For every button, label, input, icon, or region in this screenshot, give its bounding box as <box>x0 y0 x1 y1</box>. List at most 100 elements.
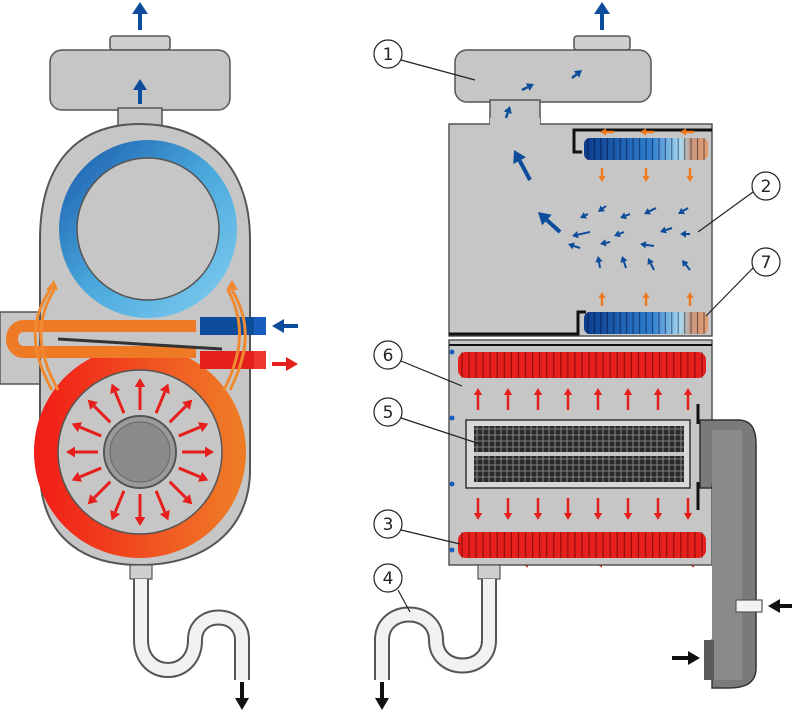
callout-6: 6 <box>373 340 463 387</box>
arrow-left-icon <box>640 128 654 136</box>
arrow-left-icon <box>600 128 614 136</box>
flue-outlet-hood <box>454 49 652 103</box>
flue-arrow-icon <box>620 212 631 220</box>
arrow-down-icon <box>503 498 513 520</box>
radial-arrow-icon <box>134 378 146 410</box>
flue-arrow-icon <box>640 241 655 249</box>
arrow-up-icon <box>563 388 573 410</box>
flue-arrow-icon <box>682 260 691 271</box>
callout-3-label: 3 <box>383 515 394 535</box>
arrow-down-icon <box>598 168 606 182</box>
radial-arrow-icon <box>87 399 112 424</box>
condensing-coil-ring <box>59 140 237 318</box>
arrow-up-icon <box>623 388 633 410</box>
flue-arrow-icon <box>644 207 657 215</box>
condensing-coil-upper <box>584 138 708 160</box>
radial-arrow-icon <box>71 466 102 482</box>
callout-7-label: 7 <box>761 253 772 273</box>
arrow-down-icon <box>473 498 483 520</box>
arrow-right-icon <box>672 651 700 665</box>
orange-loop-pipe <box>6 320 196 358</box>
callout-5: 5 <box>373 397 481 445</box>
callout-5-label: 5 <box>383 403 394 423</box>
flue-arrow-icon <box>614 230 625 238</box>
primary-coil-lower <box>458 532 706 558</box>
gas-valve <box>735 599 763 613</box>
callout-1-label: 1 <box>383 45 394 65</box>
radial-arrow-icon <box>178 422 209 438</box>
flue-arrow-icon <box>568 242 581 250</box>
flue-arrow-icon <box>538 212 562 234</box>
flue-arrow-icon <box>513 150 532 181</box>
arrow-left-icon <box>272 319 298 333</box>
arrow-up-icon <box>132 2 148 30</box>
flue-arrow-icon <box>571 70 582 79</box>
flue-arrow-icon <box>580 212 589 219</box>
arrow-down-icon <box>653 498 663 520</box>
radial-arrow-icon <box>178 466 209 482</box>
arrow-up-icon <box>593 388 603 410</box>
blue-return-pipe <box>200 317 266 335</box>
arrow-up-icon <box>598 292 606 306</box>
callout-1: 1 <box>373 39 476 81</box>
radial-arrow-icon <box>110 383 126 414</box>
arrow-down-icon <box>642 168 650 182</box>
arrow-up-icon <box>533 388 543 410</box>
flue-arrow-icon <box>680 230 690 238</box>
baffle-upper <box>572 128 712 154</box>
callout-2: 2 <box>697 171 781 233</box>
flue-arrow-icon <box>600 239 611 247</box>
flue-arrow-icon <box>521 83 534 92</box>
radial-arrow-icon <box>66 446 98 458</box>
arrow-down-icon <box>375 682 389 710</box>
flue-arrow-icon <box>678 207 689 214</box>
arrow-up-icon <box>686 292 694 306</box>
arrow-up-icon <box>642 292 650 306</box>
flue-arrow-icon <box>595 256 603 269</box>
arrow-up-icon <box>133 79 147 104</box>
hot-gas-arcs <box>33 289 247 391</box>
arrow-down-icon <box>533 498 543 520</box>
red-flow-pipe <box>200 351 266 369</box>
callout-4-label: 4 <box>383 569 394 589</box>
flue-arrow-icon <box>503 106 512 119</box>
arrow-left-icon <box>768 599 792 613</box>
left-section-view <box>0 2 298 710</box>
arrow-down-icon <box>593 498 603 520</box>
radial-arrow-icon <box>87 480 112 505</box>
arrow-up-icon <box>473 388 483 410</box>
flue-arrow-icon <box>660 226 673 234</box>
arrow-left-icon <box>680 128 694 136</box>
radial-arrow-icon <box>182 446 214 458</box>
arrow-up-icon <box>653 388 663 410</box>
hot-gas-arrows <box>473 388 693 520</box>
arrow-up-icon <box>503 388 513 410</box>
radial-arrow-icon <box>154 490 170 521</box>
callout-2-label: 2 <box>761 177 772 197</box>
radial-arrow-icon <box>168 480 193 505</box>
flue-arrow-icon <box>598 205 607 212</box>
arrow-up-icon <box>683 388 693 410</box>
flue-arrow-icon <box>572 231 591 239</box>
callout-6-label: 6 <box>383 346 394 366</box>
right-cutaway-view: 1 2 7 6 5 3 4 <box>373 2 792 710</box>
radial-arrow-icon <box>134 494 146 526</box>
arrow-right-icon <box>272 357 298 371</box>
burner-mesh <box>465 419 691 489</box>
drain-collar <box>129 564 153 580</box>
primary-coil-upper <box>458 352 706 378</box>
flue-collar <box>109 35 171 51</box>
baffle-lower <box>449 310 586 336</box>
insulation-studs <box>449 349 455 553</box>
arrow-down-icon <box>683 498 693 520</box>
arrow-down-icon <box>623 498 633 520</box>
radial-arrow-icon <box>168 399 193 424</box>
flue-gas-arrows <box>503 70 691 271</box>
radial-arrow-icon <box>71 422 102 438</box>
arrow-down-icon <box>686 168 694 182</box>
callout-7: 7 <box>705 247 781 317</box>
radial-arrow-icon <box>110 490 126 521</box>
radial-arrow-icon <box>154 383 170 414</box>
callout-4: 4 <box>373 563 411 613</box>
